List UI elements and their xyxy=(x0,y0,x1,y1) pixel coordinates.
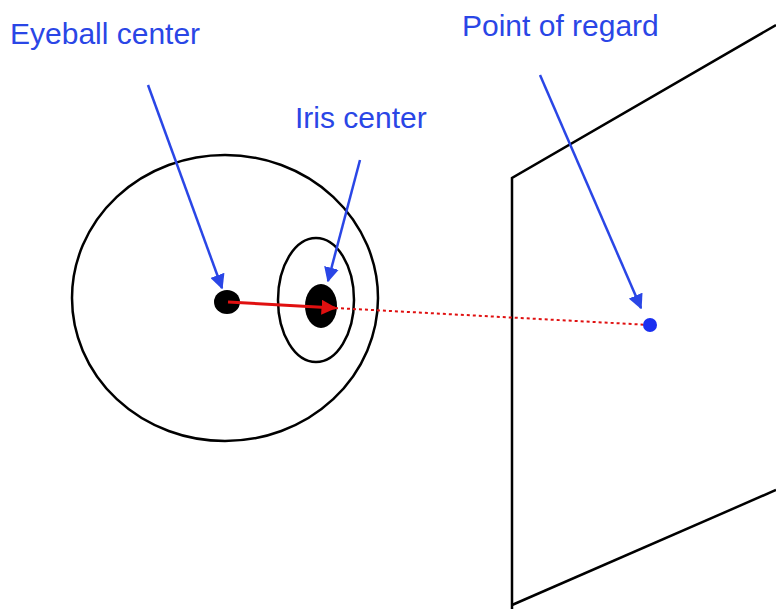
leader-line xyxy=(328,160,360,281)
screen-edge xyxy=(512,490,776,605)
iris-outline xyxy=(278,238,354,362)
callout-label: Eyeball center xyxy=(10,16,200,52)
leader-line xyxy=(540,75,641,308)
screen-plane xyxy=(512,25,776,609)
callout-label: Iris center xyxy=(295,100,427,136)
callout-label: Point of regard xyxy=(462,8,659,44)
leader-line xyxy=(148,85,222,288)
gaze-ray xyxy=(335,308,650,325)
point-of-regard-dot xyxy=(643,318,657,332)
gaze-vector xyxy=(228,302,335,308)
eyeball-outline xyxy=(72,155,378,441)
